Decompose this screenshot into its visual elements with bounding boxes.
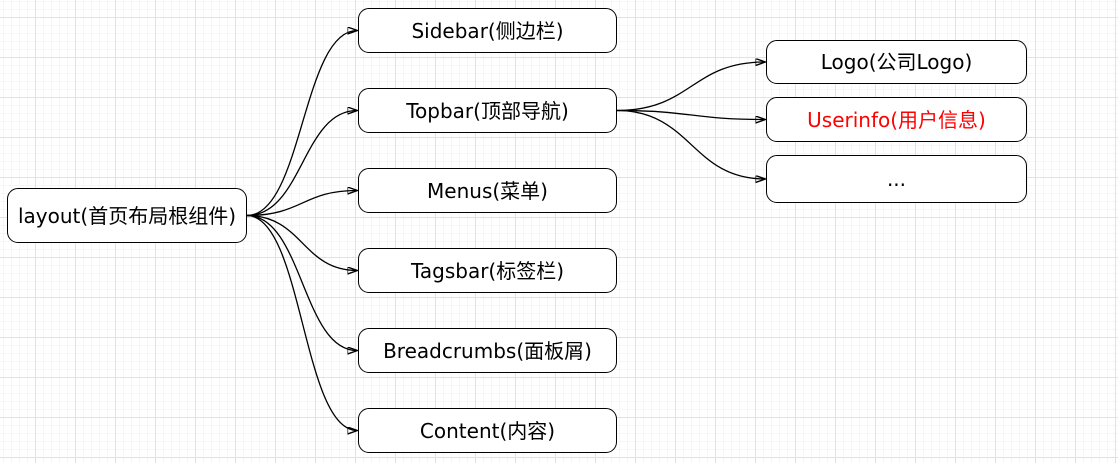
node-label: Menus(菜单) (427, 178, 548, 203)
node-breadcrumbs[interactable]: Breadcrumbs(面板屑) (358, 328, 617, 373)
node-label: layout(首页布局根组件) (17, 203, 236, 228)
edge-layout-topbar (246, 111, 357, 217)
node-tagsbar[interactable]: Tagsbar(标签栏) (358, 248, 617, 293)
edge-topbar-logo (616, 62, 765, 112)
node-label: Content(内容) (419, 418, 556, 443)
edge-layout-menus (246, 191, 357, 217)
node-menus[interactable]: Menus(菜单) (358, 168, 617, 213)
node-content[interactable]: Content(内容) (358, 408, 617, 453)
edge-layout-content (246, 214, 357, 431)
node-sidebar[interactable]: Sidebar(侧边栏) (358, 8, 617, 53)
node-logo[interactable]: Logo(公司Logo) (766, 40, 1027, 84)
node-label: Sidebar(侧边栏) (411, 18, 564, 43)
edge-topbar-more (616, 109, 765, 180)
node-layout[interactable]: layout(首页布局根组件) (7, 188, 247, 243)
edge-topbar-userinfo (616, 109, 765, 120)
node-userinfo[interactable]: Userinfo(用户信息) (766, 97, 1027, 142)
edge-layout-tagsbar (246, 214, 357, 271)
node-label: Tagsbar(标签栏) (410, 258, 565, 283)
node-label: Userinfo(用户信息) (807, 107, 986, 132)
node-more[interactable]: ... (766, 155, 1027, 203)
node-label: Logo(公司Logo) (820, 50, 973, 74)
node-label: Breadcrumbs(面板屑) (383, 338, 592, 363)
node-label: Topbar(顶部导航) (406, 98, 569, 123)
node-label: ... (886, 167, 907, 191)
edge-layout-sidebar (246, 31, 357, 217)
node-topbar[interactable]: Topbar(顶部导航) (358, 88, 617, 133)
edge-layout-breadcrumbs (246, 214, 357, 351)
